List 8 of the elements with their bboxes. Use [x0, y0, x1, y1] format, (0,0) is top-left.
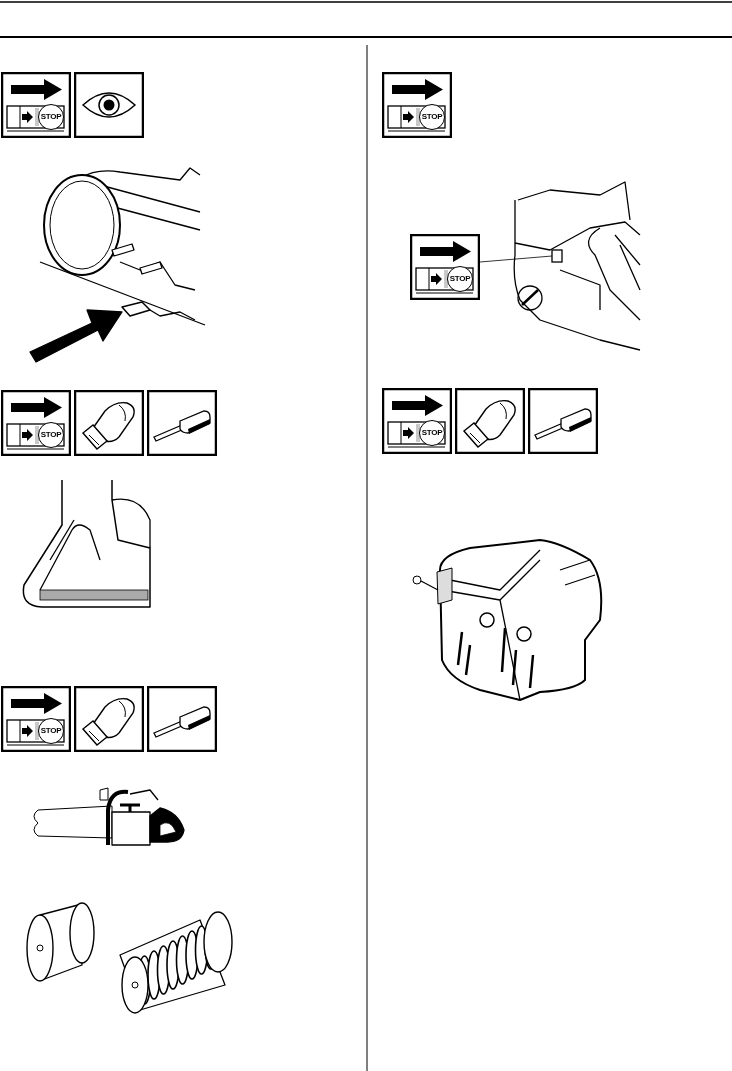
switch-lever	[551, 249, 563, 263]
stop-sign-text: STOP	[448, 275, 472, 283]
stop-sign-text: STOP	[39, 727, 63, 735]
stop-sign-text: STOP	[420, 113, 444, 121]
leader-line	[479, 255, 553, 263]
stop-sign-text: STOP	[420, 429, 444, 437]
stop-sign-text: STOP	[39, 113, 63, 121]
stop-sign-text: STOP	[39, 431, 63, 439]
